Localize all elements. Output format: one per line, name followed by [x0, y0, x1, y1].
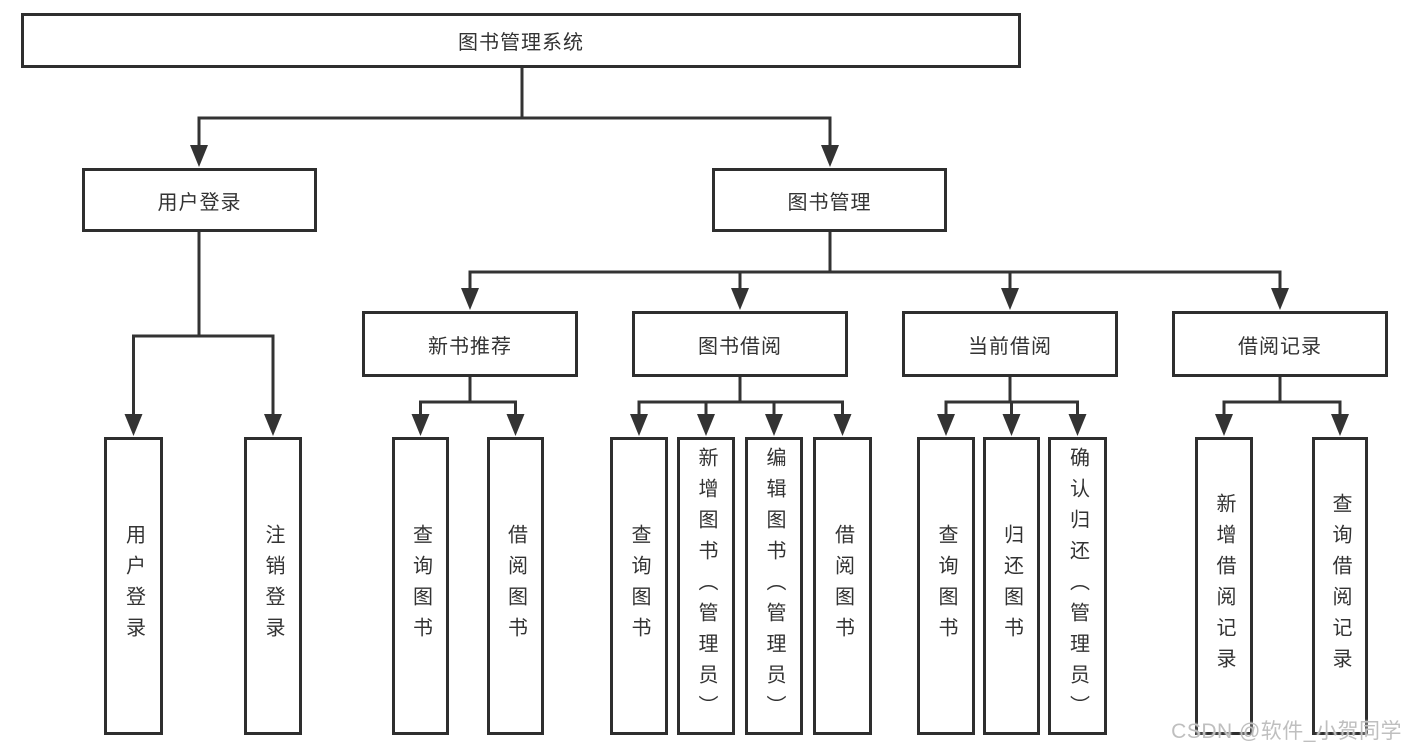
leaf-return-book-label: 归还图书 — [1000, 524, 1023, 648]
node-current-borrow: 当前借阅 — [902, 311, 1118, 377]
leaf-borrow-books: 借阅图书 — [813, 437, 872, 735]
leaf-edit-book-admin: 编辑图书（管理员） — [745, 437, 803, 735]
leaf-add-borrow-record: 新增借阅记录 — [1195, 437, 1253, 735]
leaf-user-login: 用户登录 — [104, 437, 163, 735]
node-book-borrow-label: 图书借阅 — [698, 335, 782, 358]
leaf-borrow-books-label: 借阅图书 — [831, 524, 854, 648]
leaf-edit-book-admin-label: 编辑图书（管理员） — [763, 446, 785, 726]
leaf-confirm-return-admin-label: 确认归还（管理员） — [1066, 446, 1089, 726]
leaf-borrow-books-recommend: 借阅图书 — [487, 437, 544, 735]
node-book-management-label: 图书管理 — [787, 191, 872, 214]
leaf-query-books-recommend: 查询图书 — [392, 437, 449, 735]
leaf-logout-label: 注销登录 — [262, 524, 284, 648]
leaf-query-borrow-record-label: 查询借阅记录 — [1329, 493, 1351, 679]
leaf-logout: 注销登录 — [244, 437, 302, 735]
node-user-login-branch: 用户登录 — [82, 168, 317, 232]
arrowhead-icons — [124, 145, 1349, 436]
node-new-book-recommend-label: 新书推荐 — [428, 335, 512, 358]
node-library-system-label: 图书管理系统 — [458, 32, 584, 54]
node-library-system: 图书管理系统 — [21, 13, 1021, 68]
leaf-query-books-borrow: 查询图书 — [610, 437, 668, 735]
node-book-borrow: 图书借阅 — [632, 311, 848, 377]
leaf-borrow-books-recommend-label: 借阅图书 — [504, 524, 527, 648]
leaf-query-books-borrow-label: 查询图书 — [628, 524, 650, 648]
leaf-query-books-current: 查询图书 — [917, 437, 975, 735]
leaf-query-books-current-label: 查询图书 — [935, 524, 957, 648]
leaf-user-login-label: 用户登录 — [122, 524, 145, 648]
node-new-book-recommend: 新书推荐 — [362, 311, 578, 377]
csdn-watermark: CSDN @软件_小贺同学 — [1171, 720, 1402, 743]
node-current-borrow-label: 当前借阅 — [968, 335, 1052, 358]
leaf-query-borrow-record: 查询借阅记录 — [1312, 437, 1368, 735]
node-borrow-records-label: 借阅记录 — [1238, 335, 1322, 358]
leaf-query-books-recommend-label: 查询图书 — [409, 524, 432, 648]
leaf-confirm-return-admin: 确认归还（管理员） — [1048, 437, 1107, 735]
node-book-management: 图书管理 — [712, 168, 947, 232]
node-borrow-records: 借阅记录 — [1172, 311, 1388, 377]
node-user-login-branch-label: 用户登录 — [157, 191, 242, 214]
leaf-return-book: 归还图书 — [983, 437, 1040, 735]
leaf-add-book-admin: 新增图书（管理员） — [677, 437, 735, 735]
leaf-add-book-admin-label: 新增图书（管理员） — [695, 446, 717, 726]
leaf-add-borrow-record-label: 新增借阅记录 — [1213, 493, 1235, 679]
